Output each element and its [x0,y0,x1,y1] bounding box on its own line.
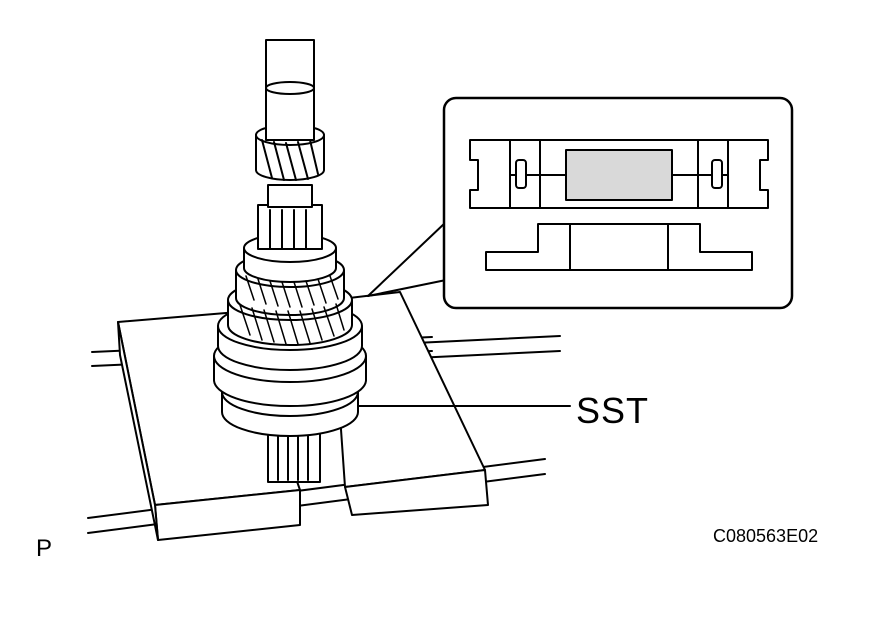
support-blocks [117,291,489,541]
detail-inset [442,96,794,310]
corner-mark-label: P [36,535,53,562]
inset-leaders [367,221,447,297]
sst-callout-label: SST [576,390,650,431]
upper-shaft [255,39,325,250]
figure-code-label: C080563E02 [713,526,819,546]
gear-teeth-lower [239,275,345,345]
lower-gears [227,233,353,346]
